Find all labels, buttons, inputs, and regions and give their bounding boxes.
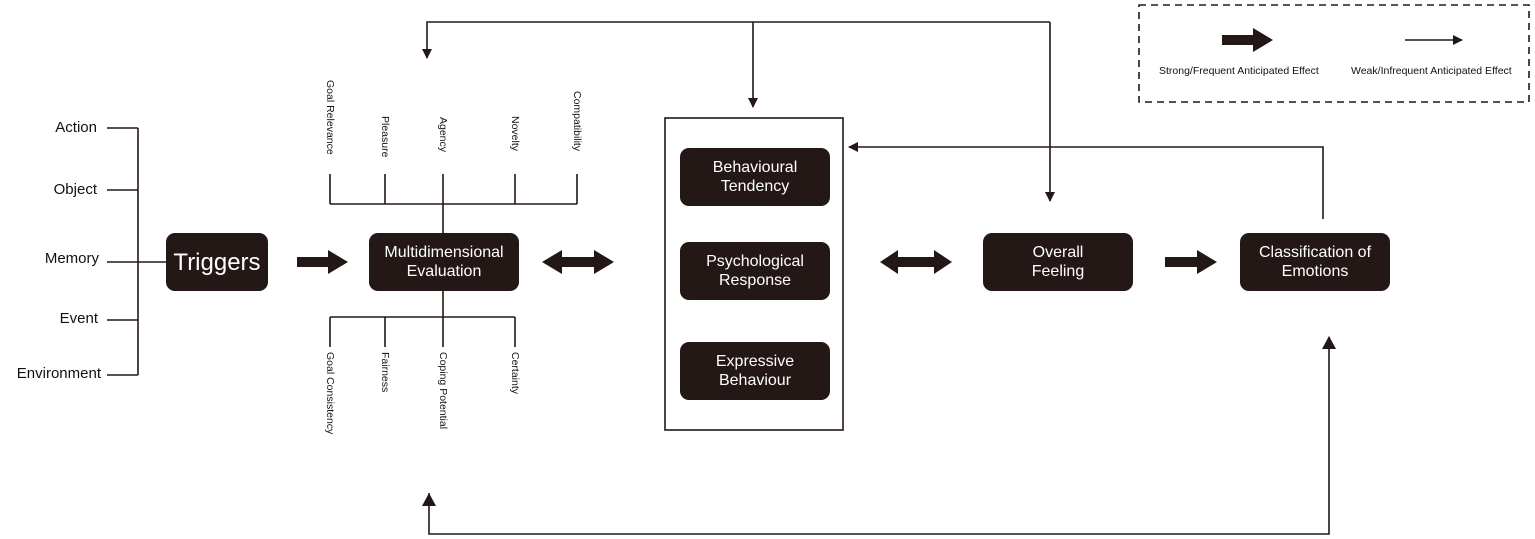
dimension-goal-consistency: Goal Consistency: [324, 352, 336, 435]
response-container: [664, 117, 844, 431]
dimension-bracket-top: [329, 174, 578, 233]
psychological-response-box: Psychological Response: [680, 242, 830, 300]
dimension-coping-potential: Coping Potential: [437, 352, 449, 430]
input-label-memory: Memory: [44, 250, 99, 267]
legend-strong-label: Strong/Frequent Anticipated Effect: [1159, 65, 1319, 77]
double-arrow-evaluation-responses: [542, 250, 614, 274]
top-feedback-loop: [422, 21, 1055, 202]
dimension-bracket-bottom: [329, 290, 516, 347]
expressive-behaviour-box: Expressive Behaviour: [680, 342, 830, 400]
legend-weak-label: Weak/Infrequent Anticipated Effect: [1351, 65, 1512, 77]
bottom-feedback-loop: [428, 337, 1330, 535]
dimension-compatibility: Compatibility: [571, 91, 583, 152]
evaluation-box: Multidimensional Evaluation: [369, 233, 519, 291]
legend-box: [1138, 4, 1530, 103]
triggers-box: Triggers: [166, 233, 268, 291]
input-label-environment: Environment: [16, 365, 101, 382]
input-label-object: Object: [53, 181, 97, 198]
bottom-loop-arrowhead-up-right: [1322, 336, 1336, 349]
dimension-goal-relevance: Goal Relevance: [324, 80, 336, 155]
behavioural-tendency-box: Behavioural Tendency: [680, 148, 830, 206]
input-bracket: [107, 127, 166, 376]
classification-box: Classification of Emotions: [1240, 233, 1390, 291]
dimension-agency: Agency: [437, 117, 449, 153]
double-arrow-responses-feeling: [880, 250, 952, 274]
dimension-novelty: Novelty: [509, 116, 521, 152]
input-label-action: Action: [55, 119, 97, 136]
strong-arrow-feeling-to-classification: [1165, 250, 1217, 274]
legend-strong-arrow: [1222, 28, 1273, 52]
classification-to-responses-arrow: [848, 142, 1324, 219]
dimension-fairness: Fairness: [379, 352, 391, 393]
bottom-loop-arrowhead-up-left: [422, 493, 436, 506]
input-label-event: Event: [59, 310, 98, 327]
dimension-certainty: Certainty: [509, 352, 521, 395]
strong-arrow-triggers-to-evaluation: [297, 250, 348, 274]
dimension-pleasure: Pleasure: [379, 116, 391, 158]
overall-feeling-box: Overall Feeling: [983, 233, 1133, 291]
